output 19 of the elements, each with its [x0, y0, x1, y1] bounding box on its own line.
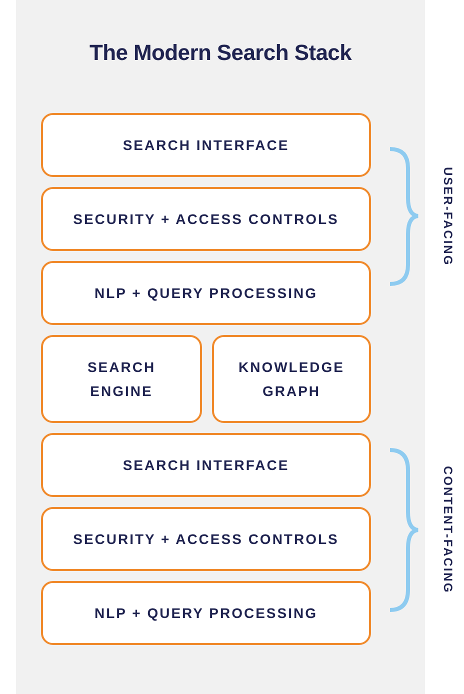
layer-label: SEARCH INTERFACE: [122, 456, 290, 475]
side-label: CONTENT-FACING: [441, 466, 455, 594]
layer-label: SEARCH INTERFACE: [122, 136, 290, 155]
layer-box: [41, 507, 371, 571]
layer-box: [41, 433, 371, 497]
side-label: USER-FACING: [441, 166, 455, 266]
layer-box: [41, 261, 371, 325]
layer-box: [41, 581, 371, 645]
layer-label: SECURITY + ACCESS CONTROLS: [72, 530, 340, 549]
layer-box: [212, 335, 371, 423]
layer-label: SEARCH ENGINE: [86, 358, 157, 401]
layer-label: SECURITY + ACCESS CONTROLS: [72, 210, 340, 229]
layer-label: NLP + QUERY PROCESSING: [94, 604, 318, 623]
layer-label: NLP + QUERY PROCESSING: [94, 284, 318, 303]
layer-label: KNOWLEDGE GRAPH: [237, 358, 346, 401]
title: The Modern Search Stack: [88, 40, 353, 66]
layer-box: [41, 335, 202, 423]
layer-box: [41, 113, 371, 177]
layer-box: [41, 187, 371, 251]
